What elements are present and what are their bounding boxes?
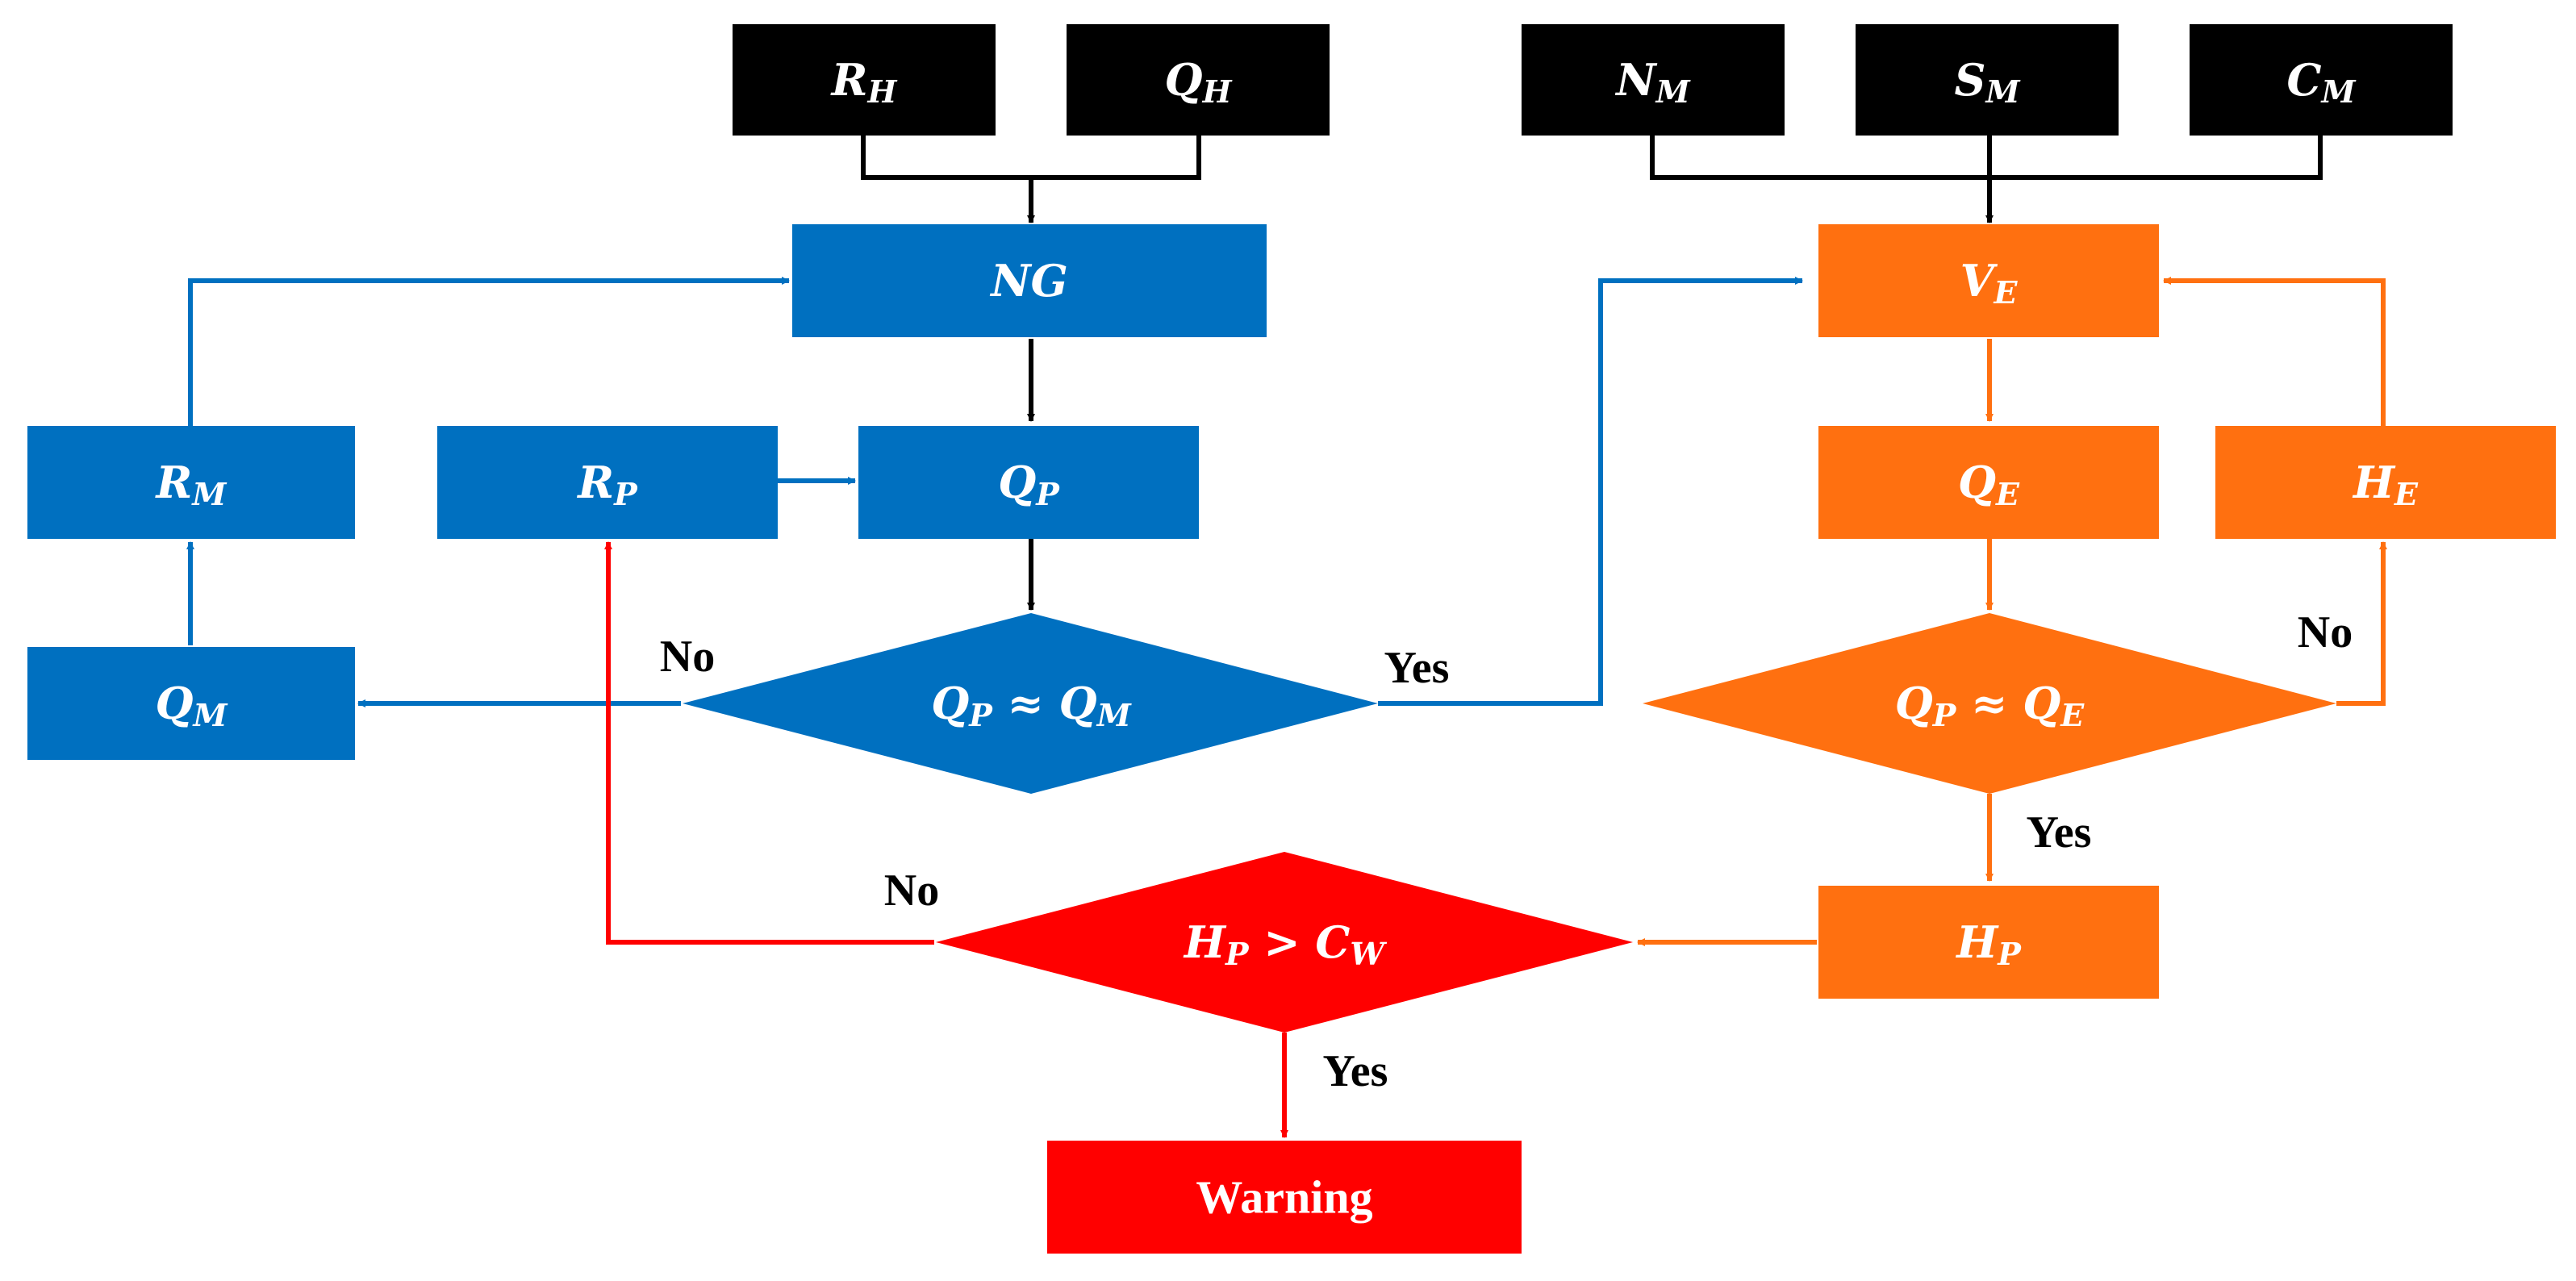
- edge-yes-to-ve: [1378, 277, 1803, 706]
- svg-text:VE: VE: [1960, 255, 2019, 311]
- svg-text:CM: CM: [2286, 54, 2356, 110]
- node-qp: QP: [858, 426, 1199, 539]
- edge-labels: No Yes No Yes No Yes: [660, 607, 2353, 1096]
- edge-no-to-he: [2336, 541, 2387, 706]
- decision-qp-approx-qe: QP ≈ QE: [1643, 613, 2336, 794]
- svg-text:HE: HE: [2352, 457, 2419, 512]
- node-qh: QH: [1067, 24, 1330, 136]
- svg-text:SM: SM: [1954, 54, 2020, 110]
- node-nm: NM: [1522, 24, 1785, 136]
- edge-label-no-qm: No: [660, 632, 715, 682]
- svg-text:QM: QM: [155, 678, 228, 733]
- node-ve: VE: [1818, 224, 2159, 337]
- svg-text:NM: NM: [1614, 54, 1690, 110]
- edge-label-no-qe: No: [2298, 607, 2353, 657]
- svg-text:QH: QH: [1165, 54, 1233, 110]
- edge-rh-qh-merge: [861, 136, 1201, 180]
- edge-label-no-cw: No: [884, 866, 939, 916]
- node-ng: NG: [792, 224, 1267, 337]
- edge-nm-sm-cm-merge: [1650, 136, 2323, 180]
- node-rh: RH: [733, 24, 996, 136]
- node-qe: QE: [1818, 426, 2159, 539]
- orange-nodes: VE QE HE HP QP ≈ QE: [1643, 224, 2556, 999]
- edge-label-yes-qe: Yes: [2027, 807, 2092, 857]
- blue-nodes: NG RM RP QP QM QP ≈ QM: [27, 224, 1378, 794]
- svg-text:RM: RM: [155, 457, 228, 512]
- node-rm: RM: [27, 426, 355, 539]
- decision-hp-greater-cw: HP > CW: [936, 852, 1633, 1033]
- svg-text:HP: HP: [1955, 916, 2022, 972]
- node-he: HE: [2215, 426, 2556, 539]
- node-cm: CM: [2190, 24, 2453, 136]
- node-qm: QM: [27, 647, 355, 760]
- svg-text:Warning: Warning: [1196, 1171, 1372, 1224]
- node-rp: RP: [437, 426, 778, 539]
- decision-qp-approx-qm: QP ≈ QM: [683, 613, 1378, 794]
- svg-text:RP: RP: [576, 457, 638, 512]
- edge-no-to-rp: [604, 541, 934, 945]
- edge-label-yes-qm: Yes: [1384, 643, 1450, 693]
- svg-text:QE: QE: [1958, 457, 2020, 512]
- svg-text:QP: QP: [998, 457, 1060, 512]
- svg-text:QP ≈ QE: QP ≈ QE: [1895, 678, 2085, 733]
- node-hp: HP: [1818, 886, 2159, 999]
- input-nodes: RH QH NM SM CM: [733, 24, 2453, 136]
- red-nodes: HP > CW Warning: [936, 852, 1633, 1254]
- node-sm: SM: [1856, 24, 2119, 136]
- svg-text:RH: RH: [830, 54, 898, 110]
- node-warning: Warning: [1047, 1141, 1522, 1254]
- edge-label-yes-cw: Yes: [1323, 1046, 1388, 1096]
- edge-rm-to-ng: [188, 277, 790, 426]
- edge-he-to-ve: [2163, 277, 2386, 426]
- svg-text:QP ≈ QM: QP ≈ QM: [931, 678, 1132, 733]
- svg-text:NG: NG: [989, 255, 1067, 307]
- svg-text:HP > CW: HP > CW: [1183, 916, 1387, 972]
- edges: [186, 136, 2387, 1138]
